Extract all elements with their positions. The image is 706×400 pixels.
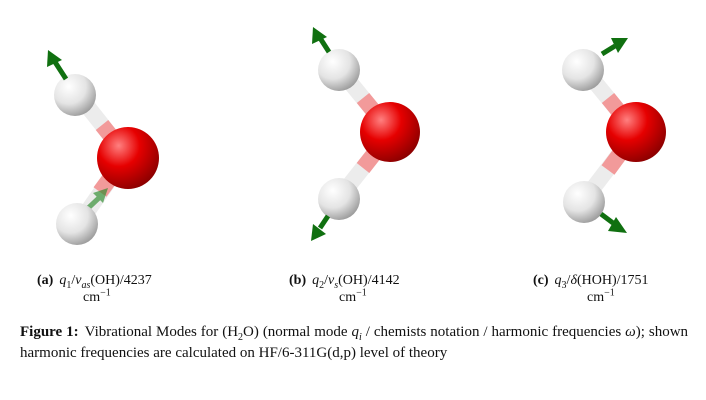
molecule-panel-a <box>47 50 159 245</box>
caption-lead: Figure 1: <box>20 324 79 340</box>
hydrogen-atom-top <box>318 49 360 91</box>
hydrogen-atom-bottom <box>56 203 98 245</box>
hydrogen-atom-bottom <box>563 181 605 223</box>
molecule-panel-c <box>562 38 666 233</box>
displacement-arrow-top <box>312 27 332 54</box>
subcaption-tag: (a) <box>37 273 54 288</box>
displacement-arrow-top <box>47 50 69 81</box>
oxygen-atom <box>360 102 420 162</box>
subcaption-tag: (b) <box>289 273 307 288</box>
hydrogen-atom-top <box>562 49 604 91</box>
figure-caption: Figure 1:Vibrational Modes for (H2O) (no… <box>20 324 689 361</box>
molecule-panel-b <box>311 27 420 241</box>
oxygen-atom <box>606 102 666 162</box>
oxygen-atom <box>97 127 159 189</box>
subcaption-a: (a)q1/νas(OH)/4237 cm−1 <box>37 273 152 305</box>
displacement-arrow-bottom <box>311 214 331 241</box>
displacement-arrow-top <box>600 38 628 57</box>
hydrogen-atom-top <box>54 74 96 116</box>
hydrogen-atom-bottom <box>318 178 360 220</box>
subcaption-c: (c)q3/δ(HOH)/1751 cm−1 <box>533 273 649 305</box>
displacement-arrow-bottom <box>599 212 627 233</box>
subcaption-b: (b)q2/νs(OH)/4142 cm−1 <box>289 273 400 305</box>
subcaption-tag: (c) <box>533 273 549 288</box>
